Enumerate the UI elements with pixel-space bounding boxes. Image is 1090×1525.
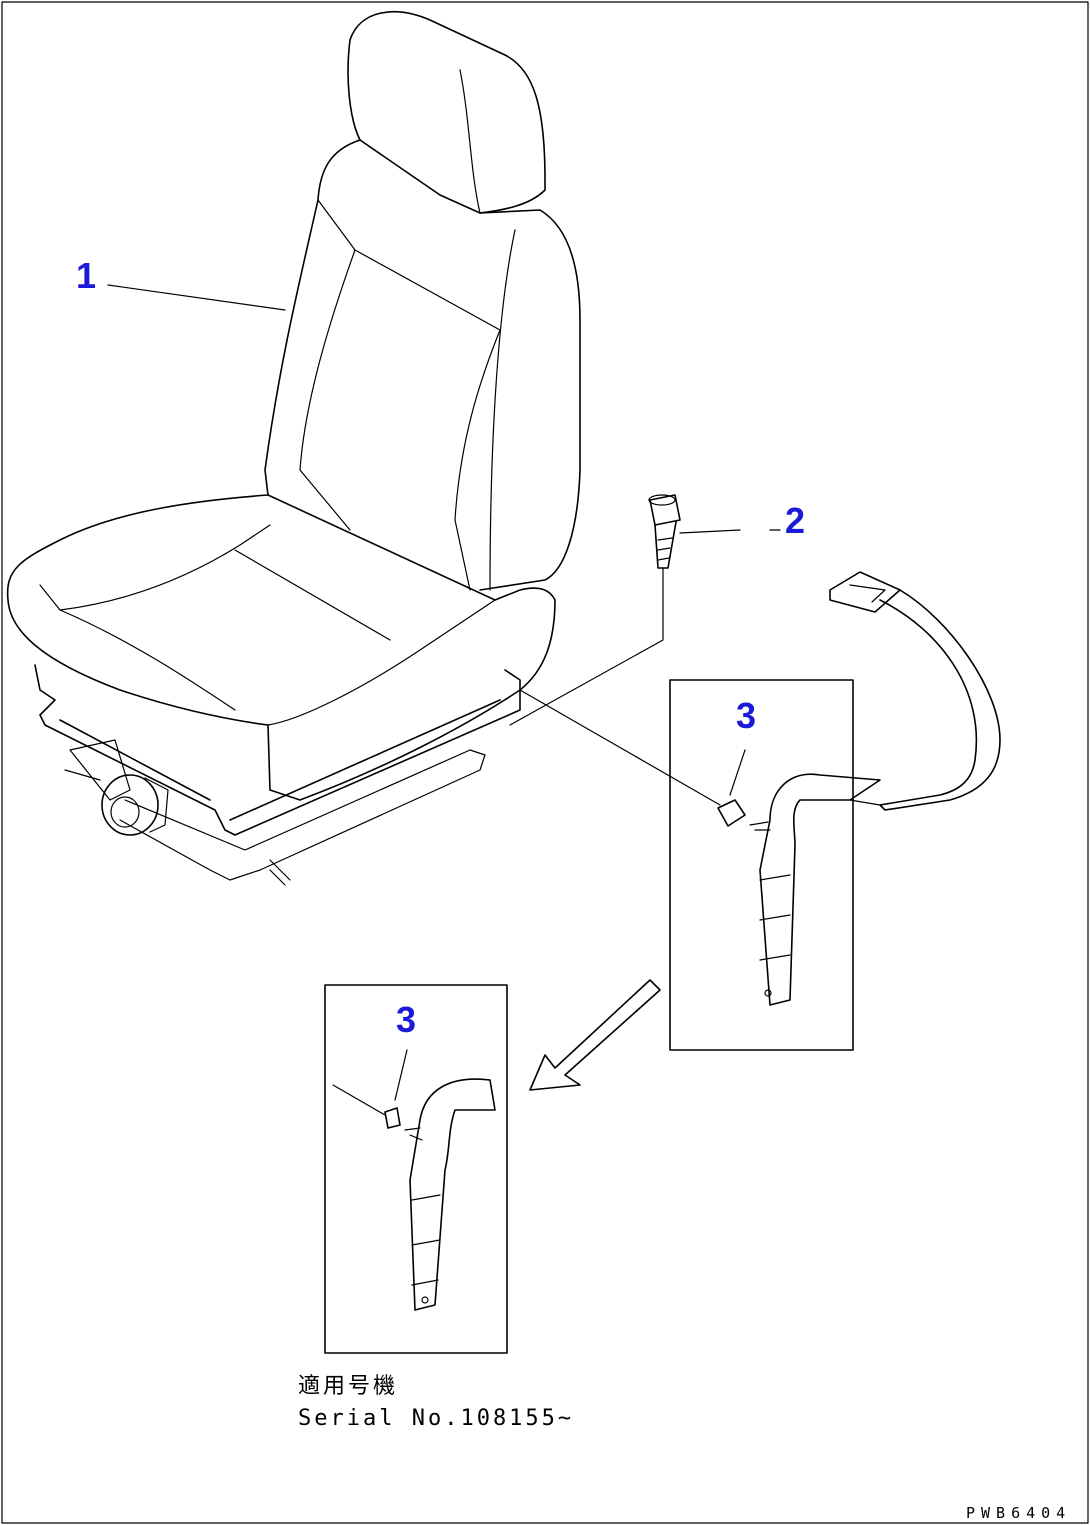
backrest bbox=[264, 139, 581, 591]
callout-1: 1 bbox=[76, 255, 97, 296]
applicability-serial: Serial No.108155~ bbox=[298, 1406, 575, 1431]
operator-seat bbox=[6, 11, 581, 886]
callout-2: 2 bbox=[785, 500, 806, 541]
headrest bbox=[347, 11, 546, 214]
detail-arrow bbox=[529, 979, 661, 1091]
callout-3-lower: 3 bbox=[396, 999, 417, 1040]
detail-box-upper bbox=[519, 679, 881, 1051]
applicability-label-jp: 適用号機 bbox=[298, 1374, 399, 1399]
callout-3-upper: 3 bbox=[736, 695, 757, 736]
adjustment-knob bbox=[101, 774, 169, 836]
seat-cushion bbox=[6, 494, 556, 801]
drawing-code: PWB6404 bbox=[966, 1504, 1072, 1522]
mounting-bolt bbox=[509, 494, 781, 726]
seat-belt-strap bbox=[829, 571, 1001, 811]
seat-base bbox=[34, 664, 521, 836]
detail-box-lower bbox=[324, 984, 508, 1354]
